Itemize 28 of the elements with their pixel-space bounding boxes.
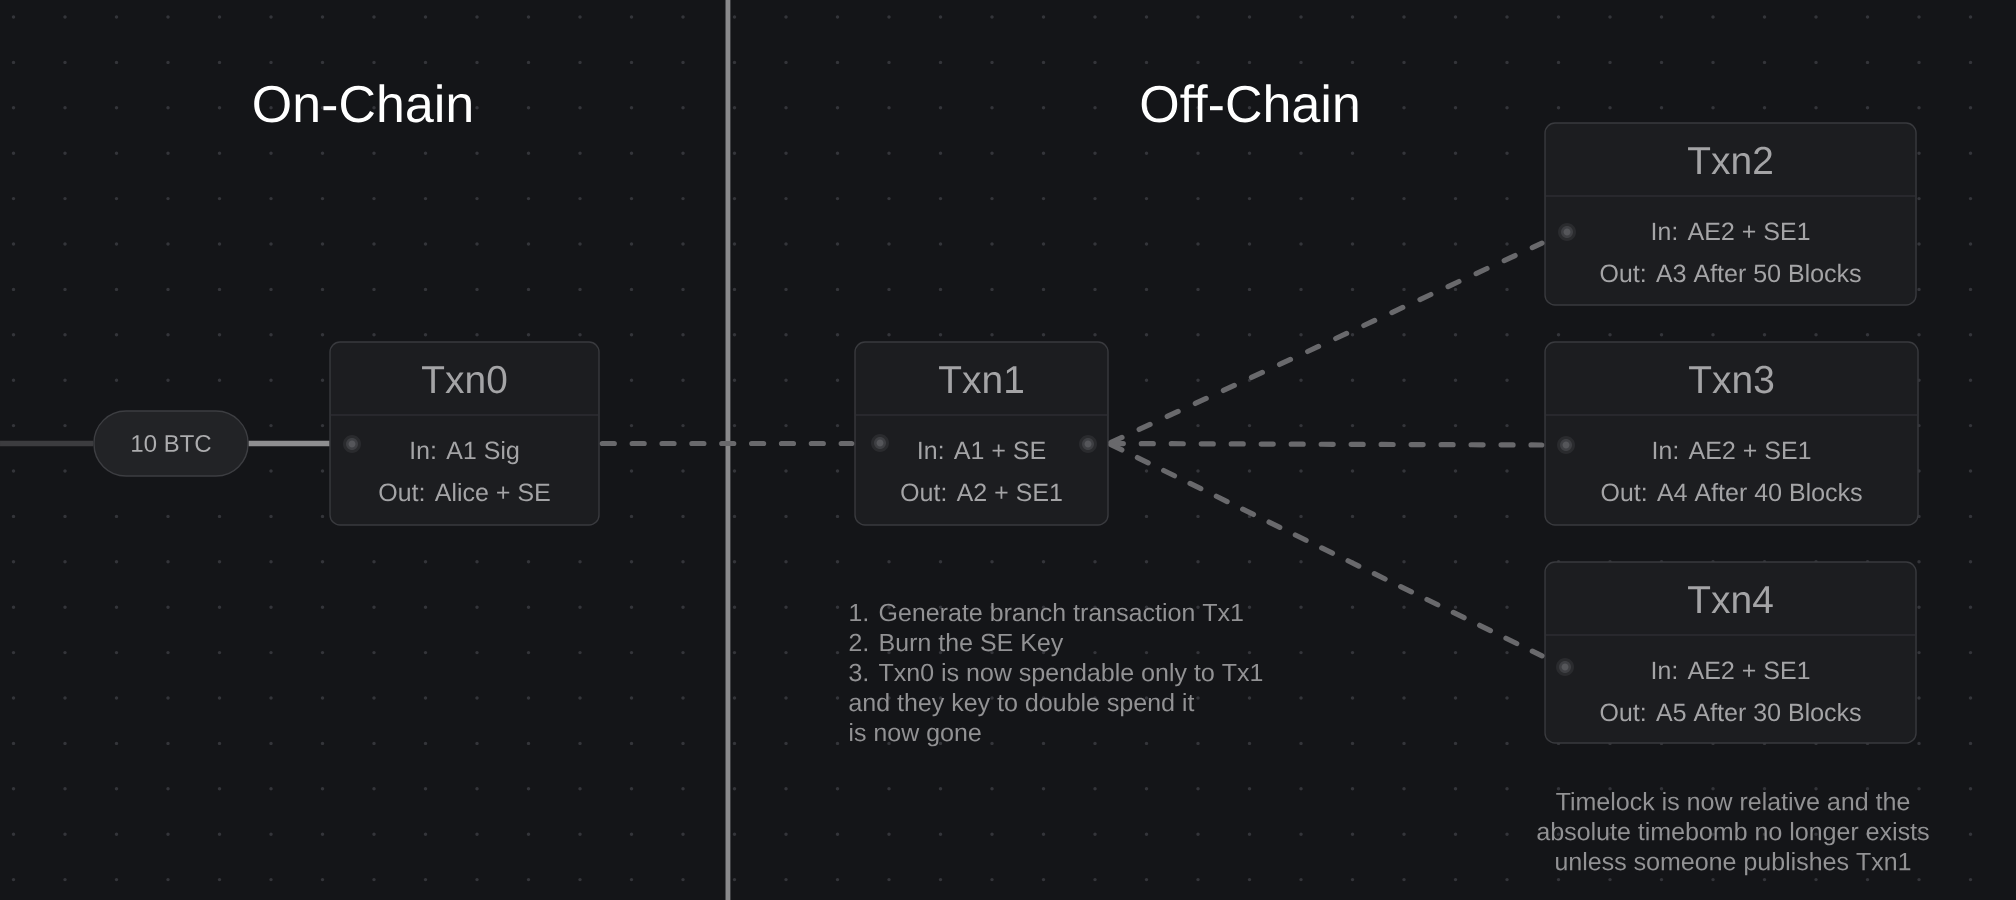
- value-pill: 10 BTC: [93, 410, 249, 477]
- card-text: In: A1 + SE: [919, 441, 1046, 460]
- card-text: In: A1 Sig: [411, 440, 519, 465]
- connector-line: [1108, 440, 1545, 448]
- card-text: Out: A4 After 40 Blocks: [1601, 482, 1862, 502]
- card-title: Txn1: [939, 366, 1023, 393]
- card-text: Out: A3 After 50 Blocks: [1600, 263, 1861, 283]
- note-text: Timelock is now relative and the absolute timebomb no longer exists unless someone publishes Txn1: [1537, 792, 1929, 876]
- card-text: Out: A2 + SE1: [901, 483, 1062, 502]
- card-text: Out: A5 After 30 Blocks: [1600, 702, 1861, 722]
- list-item: 2. Burn the SE Key: [849, 633, 1064, 657]
- connector-line: [0, 440, 94, 447]
- section-heading: Off-Chain: [1141, 84, 1358, 123]
- card-text: In: AE2 + SE1: [1652, 222, 1810, 241]
- connector-line: [1108, 240, 1545, 446]
- section-heading: On-Chain: [254, 84, 471, 123]
- connector-line: [599, 440, 855, 447]
- connector-line: [1108, 442, 1545, 659]
- list-item: 3. Txn0 is now spendable only to Tx1 and they key to double spend it is now gone: [849, 663, 1263, 747]
- list-item: 1. Generate branch transaction Tx1: [850, 603, 1243, 622]
- card-text: In: AE2 + SE1: [1653, 441, 1811, 460]
- card-title: Txn2: [1688, 146, 1772, 174]
- card-title: Txn0: [422, 365, 507, 394]
- card-text: Out: Alice + SE: [379, 482, 550, 502]
- connector-line: [248, 440, 330, 447]
- card-title: Txn3: [1689, 365, 1774, 394]
- card-text: In: AE2 + SE1: [1652, 661, 1810, 680]
- card-title: Txn4: [1688, 586, 1773, 613]
